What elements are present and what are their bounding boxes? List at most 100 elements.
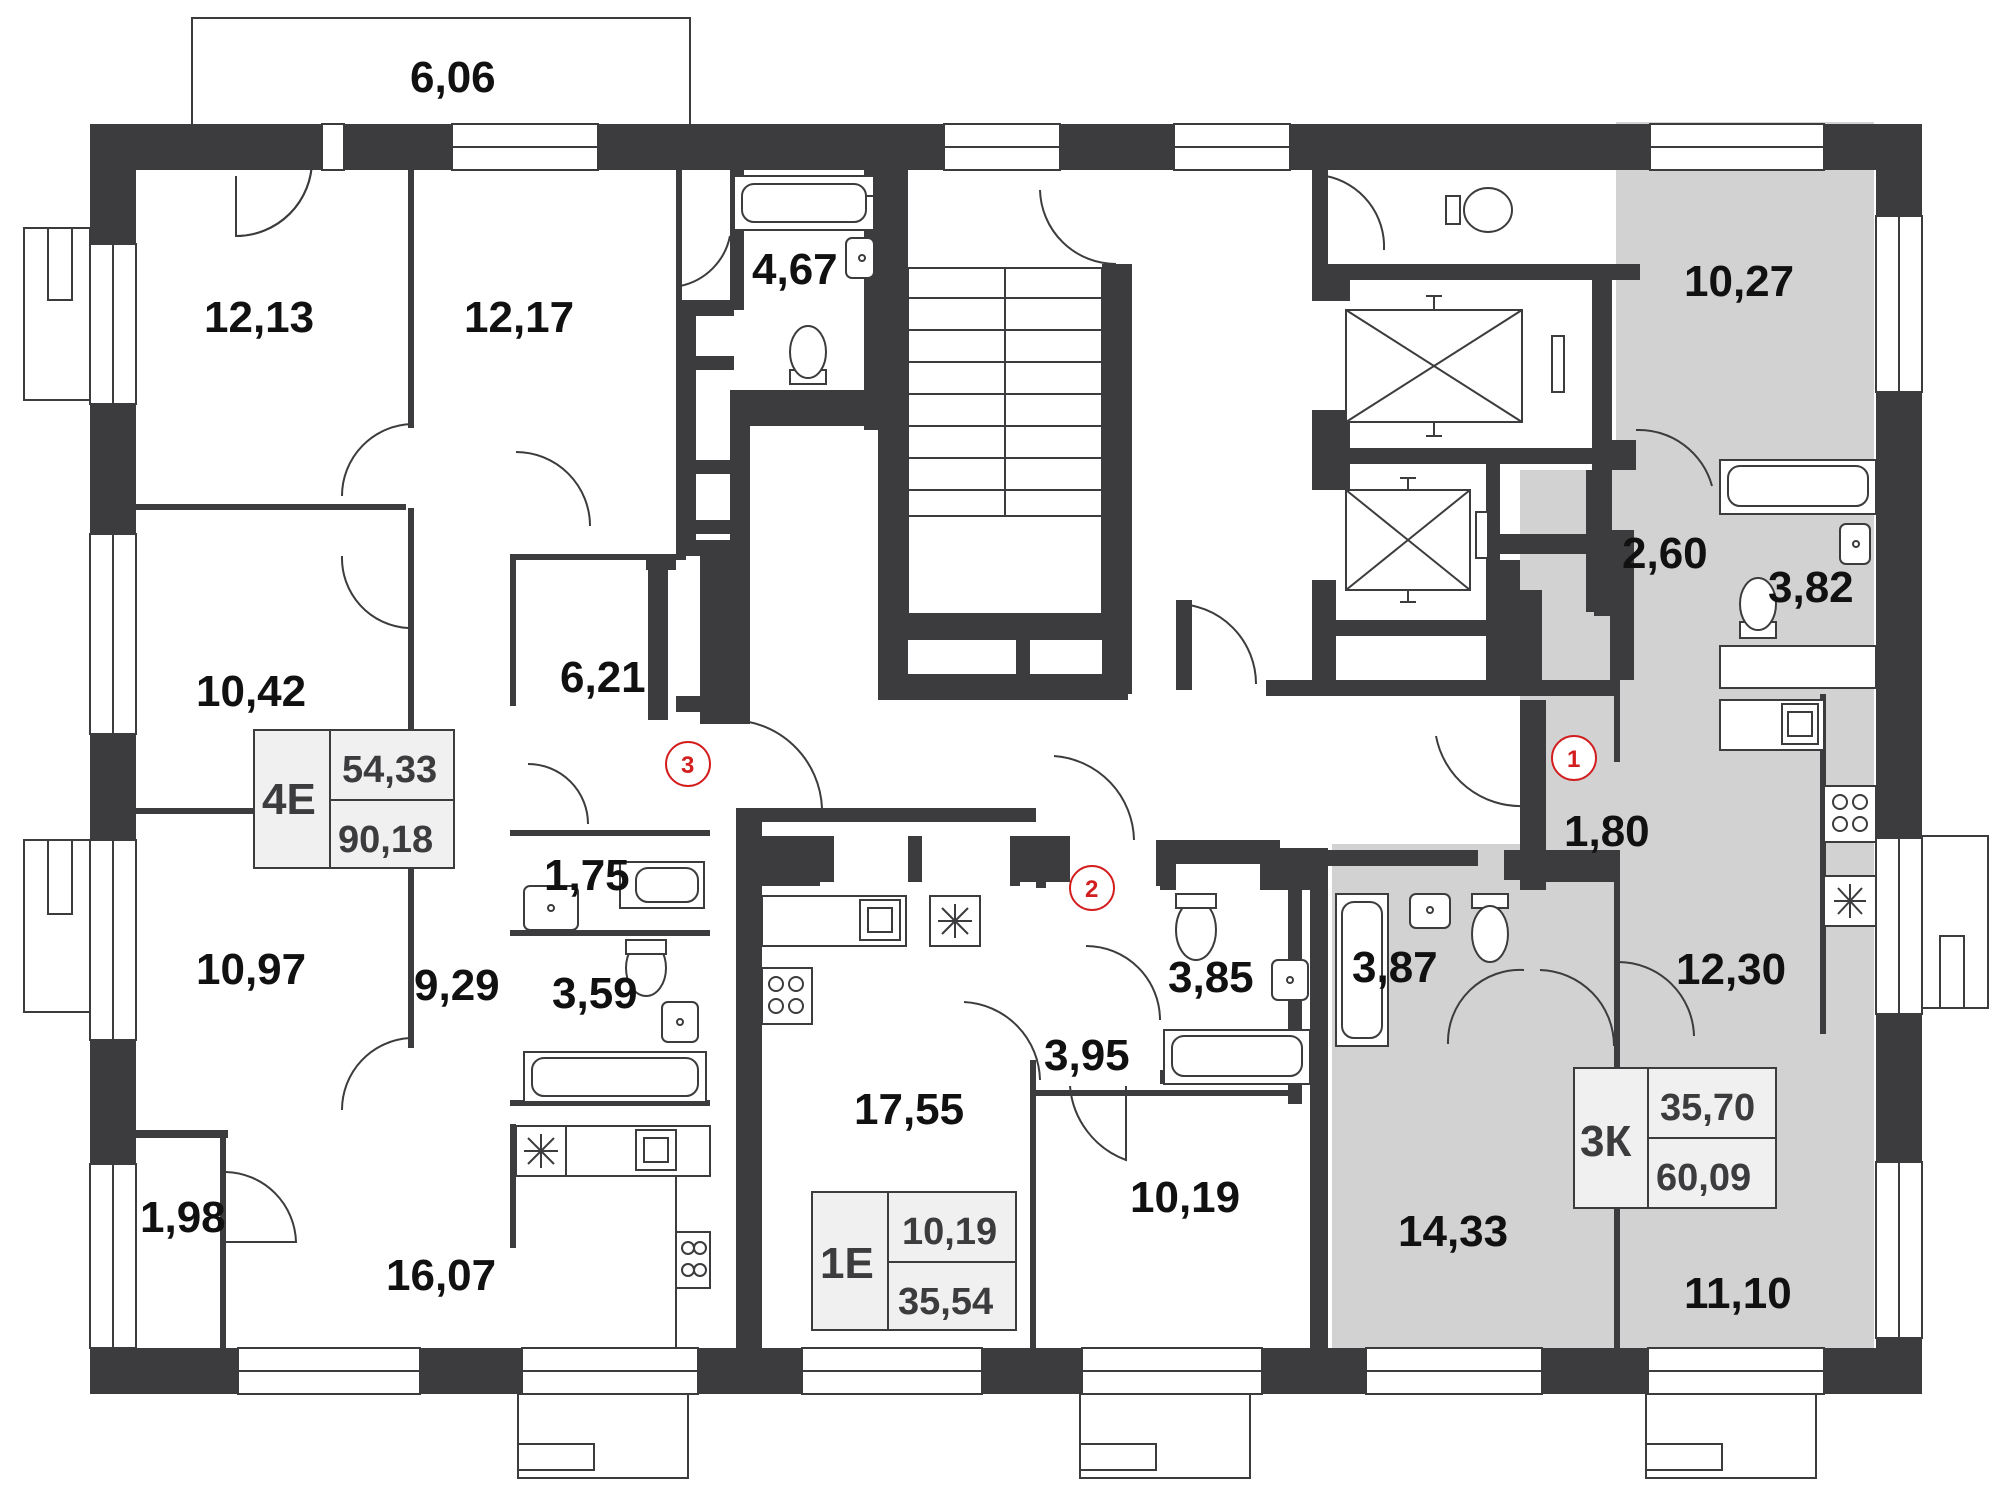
bathtub-icon <box>1335 893 1389 1047</box>
ventilation-icon <box>1823 875 1877 927</box>
door-icon <box>679 235 731 288</box>
area-storage-1-98: 1,98 <box>140 1193 226 1242</box>
toilet-icon <box>625 939 667 997</box>
window-icon <box>1875 215 1923 393</box>
door-icon <box>340 555 409 629</box>
apartment-code-4e: 4Е <box>262 775 316 824</box>
bathtub-icon <box>523 1051 707 1103</box>
area-bathroom-3-87: 3,87 <box>1352 943 1438 992</box>
total-area-1e: 35,54 <box>898 1281 993 1323</box>
elevator-icon <box>1345 295 1565 437</box>
door-icon <box>225 1171 298 1243</box>
stove-icon <box>1823 785 1877 843</box>
area-bathroom-3-59: 3,59 <box>552 969 638 1018</box>
toilet-icon <box>1739 577 1777 639</box>
apartment-card-3k: 3К 35,70 60,09 <box>1573 1067 1777 1209</box>
apartment-code-1e: 1Е <box>820 1239 874 1288</box>
sink-icon <box>845 237 875 279</box>
window-icon <box>1365 1347 1543 1395</box>
door-icon <box>729 718 823 809</box>
door-icon <box>1435 735 1525 808</box>
apartment-card-1e: 1Е 10,19 35,54 <box>811 1191 1017 1331</box>
marker-2: 2 <box>1069 865 1115 911</box>
window-icon <box>521 1347 699 1395</box>
door-icon <box>1039 189 1117 265</box>
bathtub-icon <box>1163 1029 1311 1085</box>
window-icon <box>1875 837 1923 1015</box>
total-area-3k: 60,09 <box>1656 1157 1751 1199</box>
sink-icon <box>565 1125 711 1177</box>
bathtub-icon <box>619 861 705 909</box>
window-icon <box>1173 123 1291 171</box>
utility-cabinet <box>1719 645 1877 689</box>
area-room-14-33: 14,33 <box>1398 1207 1508 1256</box>
window-icon <box>89 839 137 1041</box>
toilet-icon <box>1471 893 1509 963</box>
area-wc-1-75: 1,75 <box>544 851 630 900</box>
window-icon <box>451 123 599 171</box>
area-bathroom-4-67: 4,67 <box>752 245 838 294</box>
bathtub-icon <box>733 175 880 231</box>
area-room-10-42: 10,42 <box>196 667 306 716</box>
door-icon <box>340 1037 411 1111</box>
stair-icon <box>907 267 1103 615</box>
area-room-10-27: 10,27 <box>1684 257 1794 306</box>
door-icon <box>515 451 591 527</box>
marker-1: 1 <box>1551 735 1597 781</box>
area-room-12-13: 12,13 <box>204 293 314 342</box>
area-room-11-10: 11,10 <box>1684 1269 1792 1318</box>
window-icon <box>943 123 1061 171</box>
area-bathroom-3-85: 3,85 <box>1168 953 1254 1002</box>
area-kitchen-16-07: 16,07 <box>386 1251 496 1300</box>
toilet-icon <box>1175 893 1217 961</box>
living-area-1e: 10,19 <box>902 1211 997 1253</box>
window-icon <box>1081 1347 1263 1395</box>
area-bathroom-3-82: 3,82 <box>1768 563 1854 612</box>
windows <box>89 123 1923 1395</box>
stove-icon <box>761 967 813 1025</box>
window-icon <box>89 243 137 405</box>
marker-3: 3 <box>665 741 711 787</box>
sink-icon <box>761 895 907 947</box>
area-kitchen-17-55: 17,55 <box>854 1085 964 1134</box>
sink-icon <box>1409 893 1451 929</box>
door-icon <box>1635 428 1713 487</box>
sink-icon <box>1719 699 1825 751</box>
area-hall-2-60: 2,60 <box>1622 529 1708 578</box>
toilet-icon <box>789 325 827 385</box>
apartment-code-3k: 3К <box>1580 1117 1631 1166</box>
area-room-10-19: 10,19 <box>1130 1173 1240 1222</box>
door-icon <box>1175 603 1257 685</box>
door-icon <box>1617 961 1695 1037</box>
stove-icon <box>675 1231 711 1289</box>
door-icon <box>1539 969 1615 1047</box>
area-labels: 6,06 12,13 12,17 4,67 10,27 2,60 3,82 10… <box>140 53 1854 1318</box>
bathtub-icon <box>1719 459 1877 515</box>
window-icon <box>1649 123 1825 171</box>
window-icon <box>321 123 345 171</box>
structural-walls <box>646 170 1640 1394</box>
sink-icon <box>1271 959 1309 1001</box>
door-icon <box>341 423 413 497</box>
toilet-icon <box>1445 187 1513 233</box>
area-kitchen-12-30: 12,30 <box>1676 945 1786 994</box>
window-frames <box>23 227 1989 1479</box>
area-hall-3-95: 3,95 <box>1044 1031 1130 1080</box>
svg-text:1: 1 <box>1567 746 1580 773</box>
area-balcony: 6,06 <box>410 53 496 102</box>
sink-icon <box>523 885 579 931</box>
area-hall-9-29: 9,29 <box>414 961 500 1010</box>
area-room-12-17: 12,17 <box>464 293 574 342</box>
window-icon <box>1875 1161 1923 1339</box>
area-room-6-21: 6,21 <box>560 653 646 702</box>
door-icon <box>1085 945 1161 1021</box>
apartment-card-4e: 4Е 54,33 90,18 <box>253 729 455 869</box>
area-hall-1-80: 1,80 <box>1564 807 1650 856</box>
window-icon <box>237 1347 421 1395</box>
ventilation-icon <box>929 895 981 947</box>
total-area-4e: 90,18 <box>338 819 433 861</box>
window-icon <box>89 533 137 735</box>
door-icon <box>963 1001 1041 1081</box>
window-icon <box>801 1347 983 1395</box>
